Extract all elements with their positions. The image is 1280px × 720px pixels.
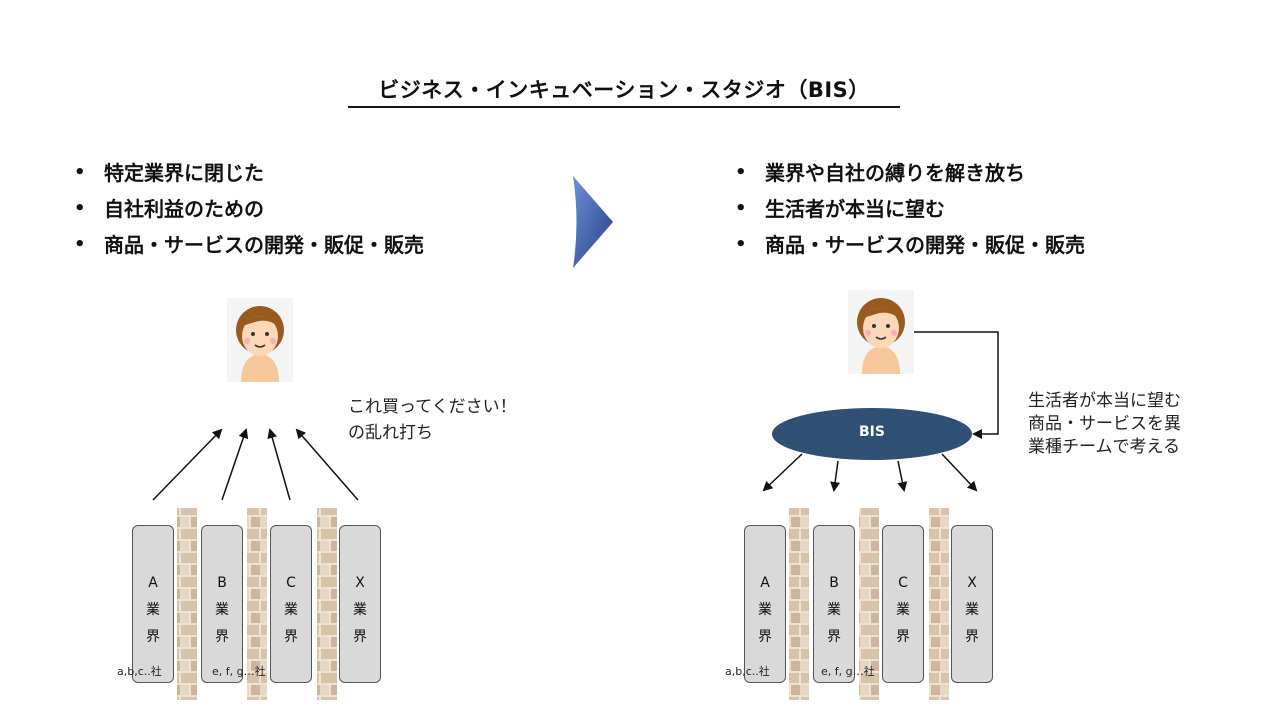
industry-char: 界 bbox=[827, 629, 841, 645]
right-arrow-1 bbox=[762, 453, 803, 492]
brick-wall bbox=[177, 508, 197, 700]
brick-wall bbox=[929, 508, 949, 700]
brick-wall bbox=[247, 508, 267, 700]
industry-box-b-right: B 業 界 bbox=[813, 525, 855, 683]
industry-box-a-right: A 業 界 bbox=[744, 525, 786, 683]
brick-wall bbox=[317, 508, 337, 700]
right-caption: 生活者が本当に望む 商品・サービスを異 業種チームで考える bbox=[1028, 390, 1181, 459]
industry-char: 界 bbox=[896, 629, 910, 645]
right-caption-line-3: 業種チームで考える bbox=[1028, 437, 1180, 457]
company-note-right-2: e, f, g…社 bbox=[821, 665, 875, 678]
bis-ellipse bbox=[772, 408, 972, 460]
left-caption-line-1: これ買ってください！ bbox=[348, 397, 517, 417]
bis-label: BIS bbox=[859, 424, 885, 440]
right-bullet-2: 生活者が本当に望む bbox=[733, 191, 1085, 227]
left-caption-line-2: の乱れ打ち bbox=[348, 423, 433, 443]
right-arrow-3 bbox=[897, 460, 908, 492]
right-caption-line-1: 生活者が本当に望む bbox=[1028, 391, 1181, 411]
industry-char: 界 bbox=[965, 629, 979, 645]
left-bullet-2: 自社利益のための bbox=[72, 191, 424, 227]
consumer-avatar-right bbox=[848, 290, 914, 374]
industry-letter: X bbox=[355, 575, 365, 591]
transition-arrow-icon bbox=[573, 176, 613, 268]
industry-char: 業 bbox=[284, 602, 298, 618]
consumer-to-bis-connector bbox=[914, 331, 999, 439]
industry-box-c-left: C 業 界 bbox=[270, 525, 312, 683]
company-note-right-1: a,b,c..社 bbox=[725, 665, 770, 678]
right-bullet-1: 業界や自社の縛りを解き放ち bbox=[733, 155, 1085, 191]
left-arrow-1 bbox=[152, 428, 223, 501]
left-caption: これ買ってください！ の乱れ打ち bbox=[348, 394, 517, 446]
company-note-left-2: e, f, g…社 bbox=[212, 665, 266, 678]
industry-char: 界 bbox=[353, 629, 367, 645]
consumer-avatar-left bbox=[227, 298, 293, 382]
industry-char: 業 bbox=[215, 602, 229, 618]
industry-box-b-left: B 業 界 bbox=[201, 525, 243, 683]
right-arrow-4 bbox=[941, 453, 978, 492]
industry-char: 界 bbox=[758, 629, 772, 645]
right-bullet-list: 業界や自社の縛りを解き放ち 生活者が本当に望む 商品・サービスの開発・販促・販売 bbox=[733, 155, 1085, 263]
industry-letter: X bbox=[967, 575, 977, 591]
right-arrow-2 bbox=[830, 460, 841, 492]
right-bullet-3: 商品・サービスの開発・販促・販売 bbox=[733, 227, 1085, 263]
left-arrow-2 bbox=[221, 428, 249, 501]
company-note-left-1: a,b,c..社 bbox=[117, 665, 162, 678]
industry-box-c-right: C 業 界 bbox=[882, 525, 924, 683]
left-arrow-3 bbox=[267, 428, 291, 501]
industry-char: 業 bbox=[758, 602, 772, 618]
industry-letter: C bbox=[286, 575, 296, 591]
industry-char: 業 bbox=[353, 602, 367, 618]
industry-char: 業 bbox=[146, 602, 160, 618]
industry-char: 業 bbox=[965, 602, 979, 618]
industry-box-x-left: X 業 界 bbox=[339, 525, 381, 683]
left-bullet-3: 商品・サービスの開発・販促・販売 bbox=[72, 227, 424, 263]
page-title: ビジネス・インキュベーション・スタジオ（BIS） bbox=[348, 74, 900, 108]
industry-char: 界 bbox=[215, 629, 229, 645]
industry-letter: B bbox=[217, 575, 227, 591]
industry-letter: A bbox=[148, 575, 158, 591]
industry-box-x-right: X 業 界 bbox=[951, 525, 993, 683]
industry-char: 界 bbox=[146, 629, 160, 645]
industry-letter: B bbox=[829, 575, 839, 591]
right-caption-line-2: 商品・サービスを異 bbox=[1028, 414, 1181, 434]
left-bullet-list: 特定業界に閉じた 自社利益のための 商品・サービスの開発・販促・販売 bbox=[72, 155, 424, 263]
industry-box-a-left: A 業 界 bbox=[132, 525, 174, 683]
industry-char: 業 bbox=[827, 602, 841, 618]
left-arrow-4 bbox=[295, 428, 359, 501]
industry-letter: C bbox=[898, 575, 908, 591]
left-bullet-1: 特定業界に閉じた bbox=[72, 155, 424, 191]
brick-wall bbox=[859, 508, 879, 700]
industry-char: 界 bbox=[284, 629, 298, 645]
industry-char: 業 bbox=[896, 602, 910, 618]
brick-wall bbox=[789, 508, 809, 700]
industry-letter: A bbox=[760, 575, 770, 591]
